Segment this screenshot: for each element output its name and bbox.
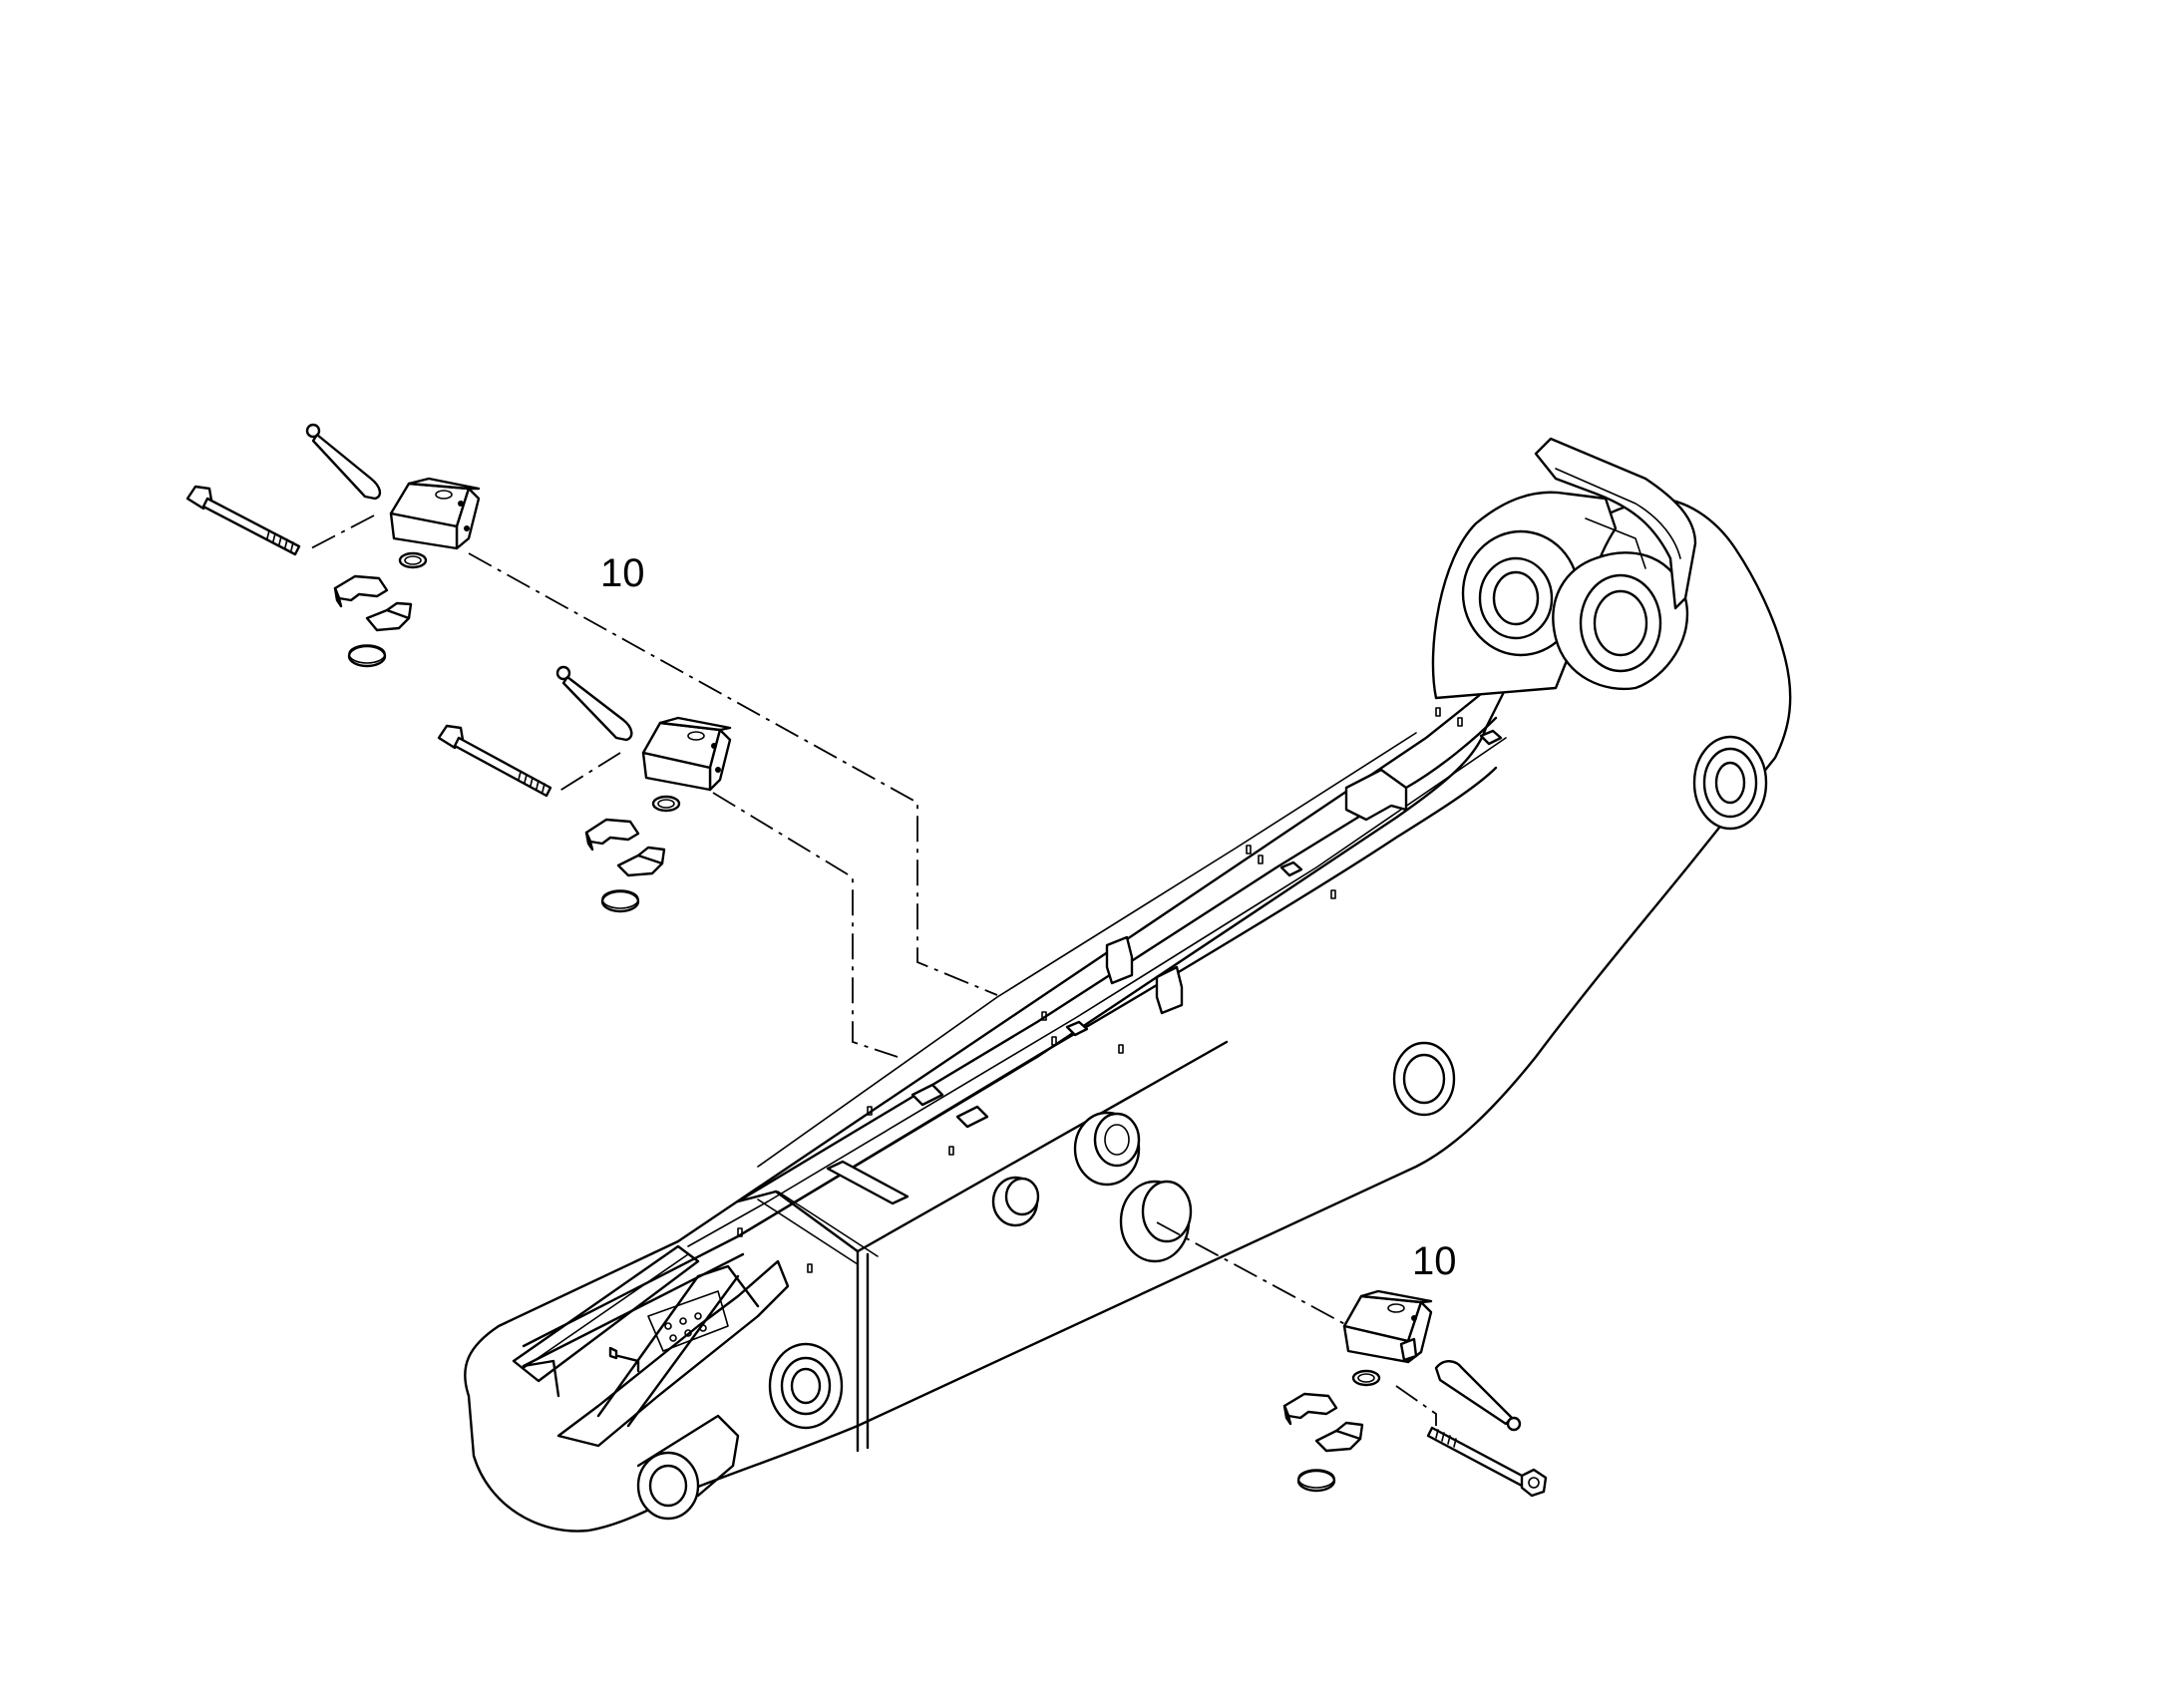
taper-pin-icon	[555, 665, 633, 742]
bolt-icon	[185, 485, 301, 556]
o-ring-icon	[1351, 1369, 1381, 1387]
split-collar-icon	[1282, 1392, 1364, 1453]
boom-body	[464, 437, 1792, 1533]
shim-disc-icon	[600, 889, 640, 913]
callout-label: 10	[1412, 1239, 1457, 1283]
side-pads	[991, 1111, 1193, 1263]
pad-block-icon	[389, 477, 481, 550]
pad-assembly-upper	[185, 423, 481, 668]
bolt-icon	[437, 724, 552, 798]
shim-disc-icon	[347, 644, 387, 668]
split-collar-icon	[584, 818, 666, 877]
shim-disc-icon	[1296, 1469, 1336, 1493]
pad-assembly-lower	[1282, 1289, 1548, 1498]
pad-block-icon	[641, 716, 732, 792]
pad-assembly-middle	[437, 665, 732, 913]
taper-pin-icon	[305, 423, 382, 501]
deck-features	[608, 707, 1503, 1360]
bolt-icon	[1426, 1426, 1548, 1498]
callout-label: 10	[600, 551, 645, 595]
o-ring-icon	[398, 551, 428, 569]
o-ring-icon	[651, 795, 681, 813]
pad-block-icon	[1342, 1289, 1433, 1364]
taper-pin-icon	[1434, 1360, 1522, 1432]
leader-lines	[306, 514, 1437, 1426]
split-collar-icon	[333, 574, 413, 632]
